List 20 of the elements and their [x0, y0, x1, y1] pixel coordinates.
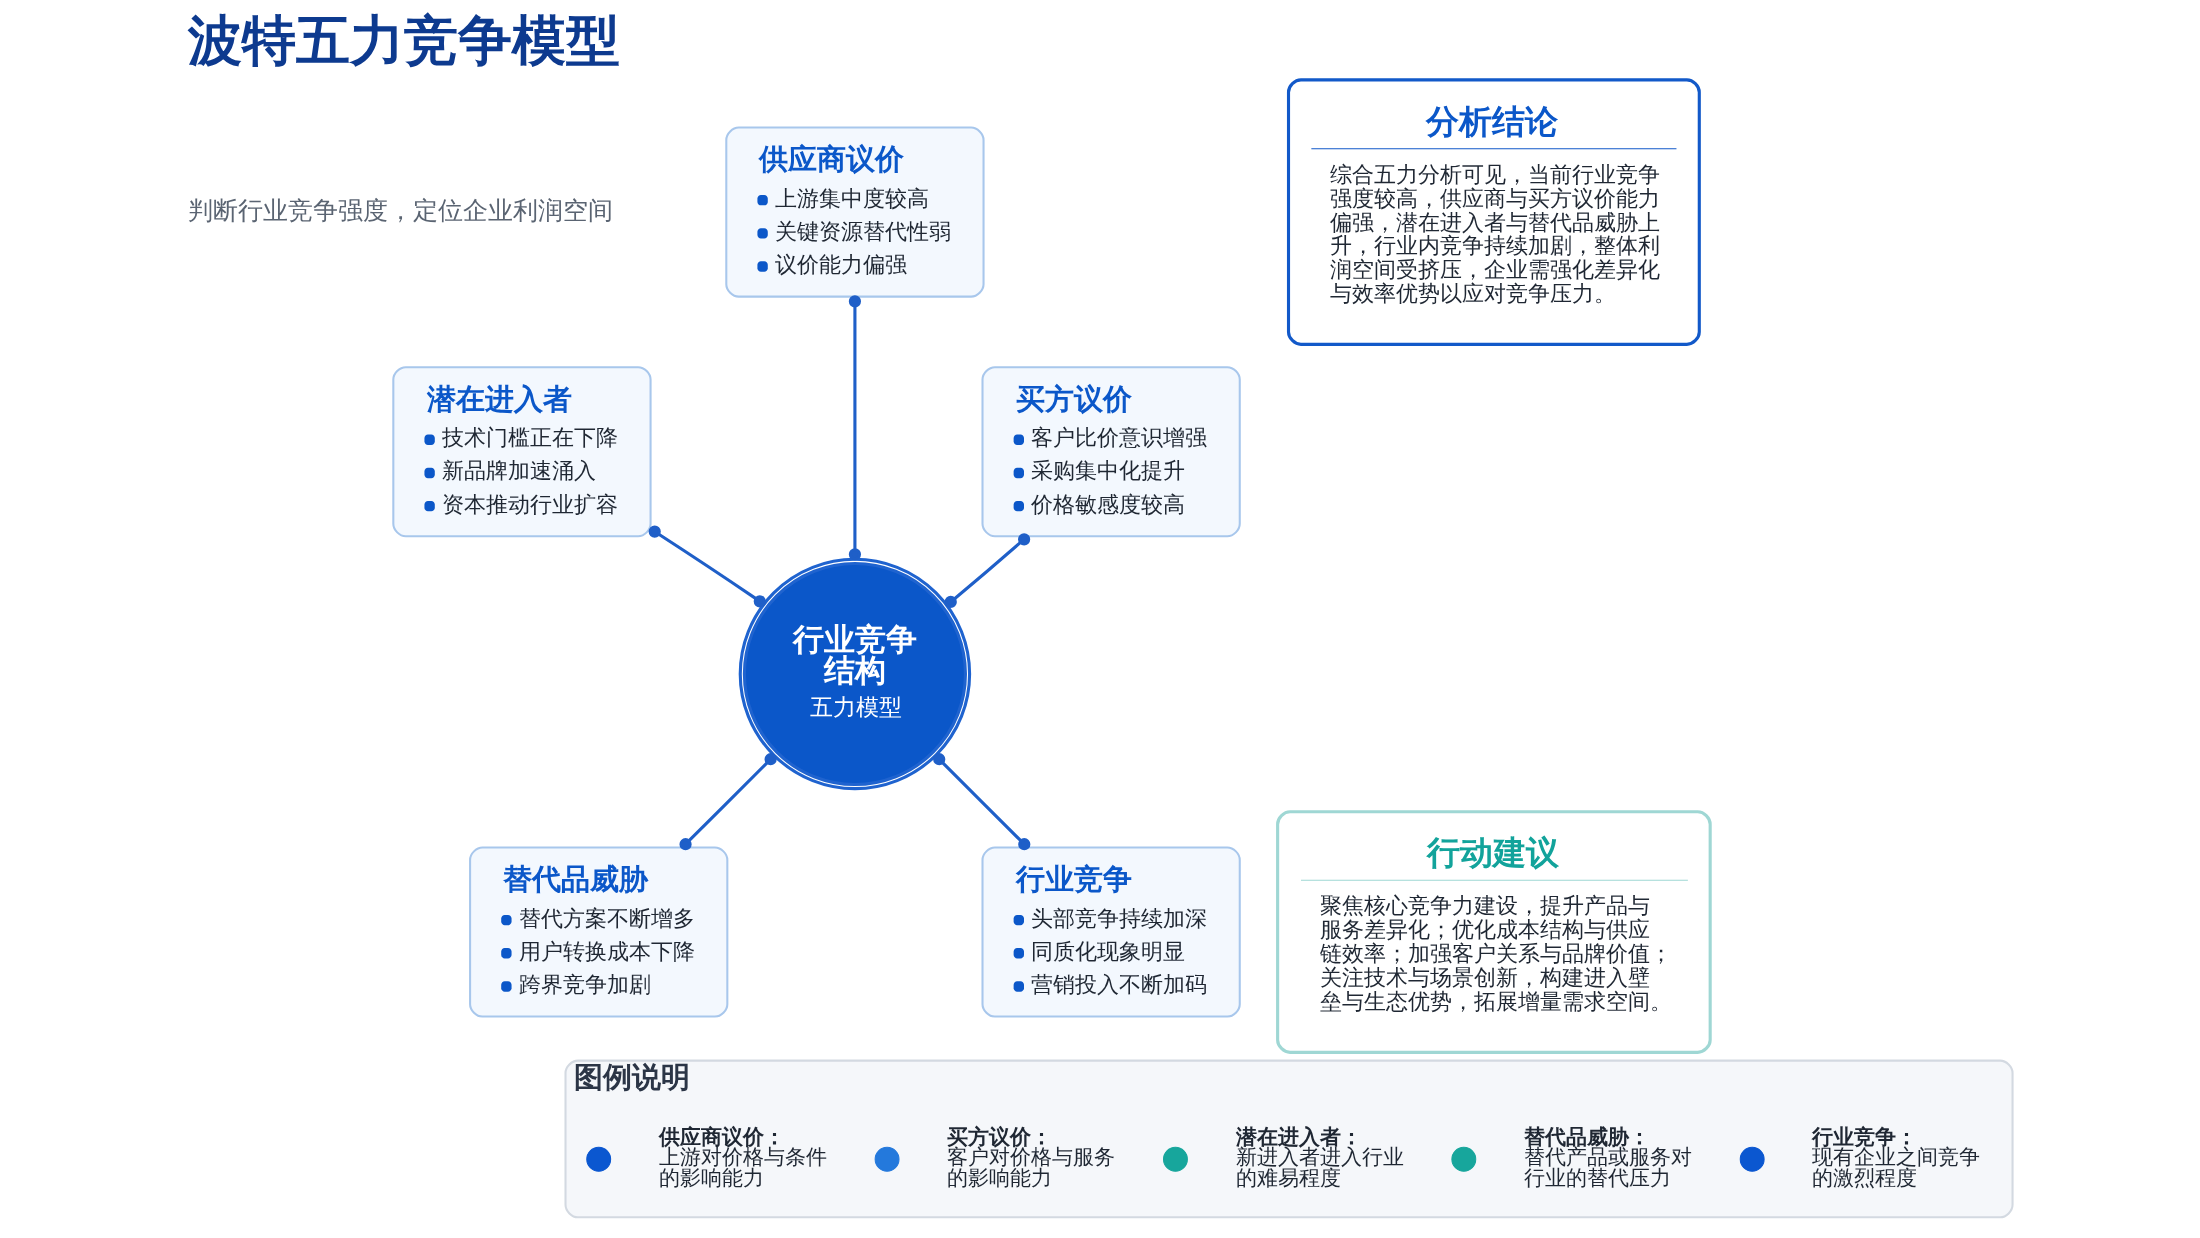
connector — [944, 533, 1030, 609]
connector — [848, 295, 861, 561]
node-box: 供应商议价 上游集中度较高 关键资源替代性弱 议价能力偏强 — [724, 126, 985, 298]
node-box: 行业竞争 头部竞争持续加深 同质化现象明显 营销投入不断加码 — [980, 846, 1241, 1018]
legend-label: 行业竞争：现有企业之间竞争的激烈程度 — [1811, 1124, 1980, 1191]
legend-label: 买方议价：客户对价格与服务的影响能力 — [946, 1124, 1115, 1191]
node-circle: 行业竞争结构 五力模型 — [738, 557, 971, 791]
legend-label: 潜在进入者：新进入者进入行业的难易程度 — [1235, 1124, 1404, 1191]
legend-label: 供应商议价：上游对价格与条件的影响能力 — [658, 1124, 827, 1191]
connector — [648, 525, 766, 608]
node-box: 分析结论 综合五力分析可见，当前行业竞争强度较高，供应商与买方议价能力偏强，潜在进入者与替代品威胁上升，行业内竞争持续加剧，整体利润空间受挤压，企业需强化差异化与效率优势以应对竞争压力。 — [1286, 78, 1701, 346]
node-box: 行动建议 聚焦核心竞争力建设，提升产品与服务差异化；优化成本结构与供应链效率；加强客户关系与品牌价值；关注技术与场景创新，构建进入壁垒与生态优势，拓展增量需求空间。 — [1275, 810, 1712, 1054]
node-box: 潜在进入者 技术门槛正在下降 新品牌加速涌入 资本推动行业扩容 — [391, 366, 652, 538]
legend-label: 替代品威胁：替代产品或服务对行业的替代压力 — [1523, 1124, 1692, 1191]
node-box: 买方议价 客户比价意识增强 采购集中化提升 价格敏感度较高 — [980, 366, 1241, 538]
connector — [932, 753, 1030, 851]
node-box: 替代品威胁 替代方案不断增多 用户转换成本下降 跨界竞争加剧 — [468, 846, 728, 1018]
label: 判断行业竞争强度，定位企业利润空间 — [187, 195, 613, 225]
diagram-title: 波特五力竞争模型 — [187, 8, 620, 72]
connector — [678, 753, 777, 851]
